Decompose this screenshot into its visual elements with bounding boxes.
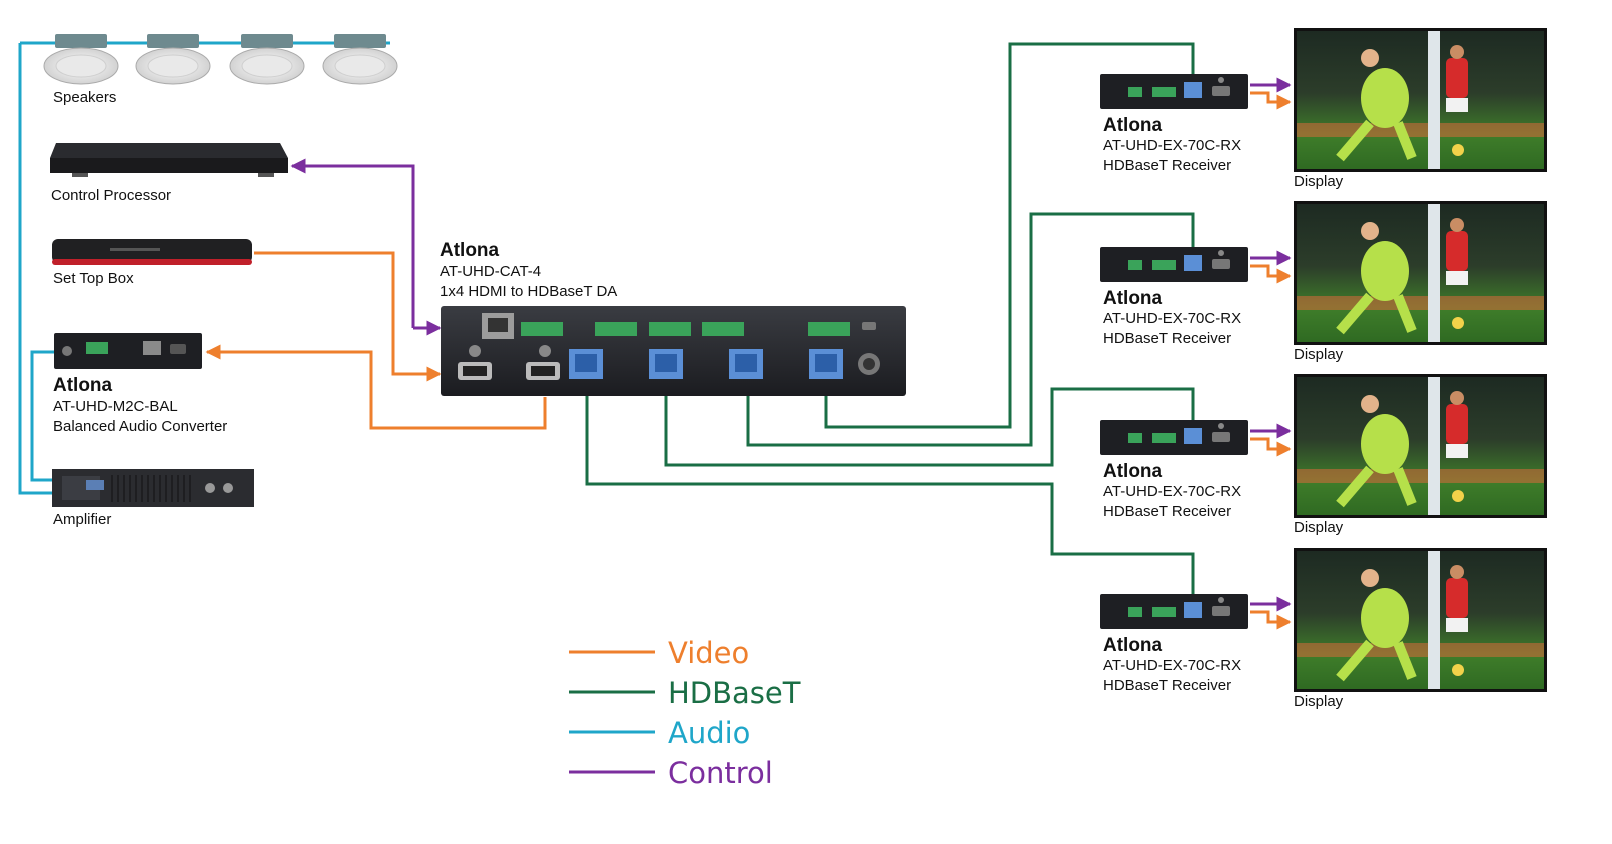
terminal-block-icon <box>649 322 691 336</box>
display-screen <box>1294 28 1547 172</box>
speaker-icon <box>43 34 119 85</box>
converter-brand: Atlona <box>53 375 113 396</box>
set-top-box: Set Top Box <box>52 239 252 287</box>
hdbaset-lines <box>585 42 1195 594</box>
speakers: Speakers <box>43 34 398 106</box>
video-lines <box>205 91 1292 630</box>
legend-label: Audio <box>668 716 750 750</box>
terminal-block-icon <box>595 322 637 336</box>
speakers-label: Speakers <box>53 89 116 106</box>
control-processor: Control Processor <box>50 143 288 204</box>
audio-line-main <box>18 43 56 495</box>
receiver-brand: Atlona <box>1103 115 1163 136</box>
speaker-icon <box>135 34 211 85</box>
hub-brand: Atlona <box>440 240 500 261</box>
display-screen <box>1294 201 1547 345</box>
hub-desc: 1x4 HDMI to HDBaseT DA <box>440 283 617 300</box>
receiver-model: AT-UHD-EX-70C-RX <box>1103 310 1241 327</box>
receiver-brand: Atlona <box>1103 461 1163 482</box>
display-label: Display <box>1294 519 1344 536</box>
legend-label: HDBaseT <box>668 676 801 710</box>
display-screen <box>1294 548 1547 692</box>
receiver-model: AT-UHD-EX-70C-RX <box>1103 137 1241 154</box>
receiver-desc: HDBaseT Receiver <box>1103 330 1231 347</box>
receiver-brand: Atlona <box>1103 635 1163 656</box>
hub-model: AT-UHD-CAT-4 <box>440 263 541 280</box>
terminal-block-icon <box>702 322 744 336</box>
control-processor-label: Control Processor <box>51 187 171 204</box>
terminal-block-icon <box>521 322 563 336</box>
audio-line-converter <box>30 350 56 482</box>
speaker-icon <box>229 34 305 85</box>
display-label: Display <box>1294 693 1344 710</box>
video-line-rx2 <box>1250 264 1292 284</box>
legend-label: Control <box>668 756 773 790</box>
video-line-rx1 <box>1250 91 1292 110</box>
receiver-desc: HDBaseT Receiver <box>1103 503 1231 520</box>
converter-model: AT-UHD-M2C-BAL <box>53 398 178 415</box>
display-screen <box>1294 374 1547 518</box>
control-line-processor <box>290 158 415 328</box>
hub: Atlona AT-UHD-CAT-4 1x4 HDMI to HDBaseT … <box>440 240 906 396</box>
display-label: Display <box>1294 173 1344 190</box>
display-label: Display <box>1294 346 1344 363</box>
control-lines <box>290 77 1292 612</box>
receiver-desc: HDBaseT Receiver <box>1103 157 1231 174</box>
hdbaset-line-out2 <box>664 387 1195 467</box>
hdbaset-line-out1 <box>585 396 1195 594</box>
amplifier-label: Amplifier <box>53 511 111 528</box>
video-line-rx4 <box>1250 610 1292 630</box>
receiver-model: AT-UHD-EX-70C-RX <box>1103 483 1241 500</box>
audio-converter: Atlona AT-UHD-M2C-BAL Balanced Audio Con… <box>53 333 227 435</box>
hdbaset-line-out4 <box>824 42 1195 429</box>
receiver-desc: HDBaseT Receiver <box>1103 677 1231 694</box>
terminal-block-icon <box>808 322 850 336</box>
amplifier: Amplifier <box>52 469 254 528</box>
hdbaset-line-out3 <box>746 212 1195 447</box>
speaker-icon <box>322 34 398 85</box>
legend-label: Video <box>668 636 749 670</box>
set-top-box-label: Set Top Box <box>53 270 134 287</box>
video-line-rx3 <box>1250 437 1292 457</box>
video-line-converter <box>205 344 547 430</box>
converter-desc: Balanced Audio Converter <box>53 418 227 435</box>
video-line-settop <box>254 251 442 382</box>
receiver-brand: Atlona <box>1103 288 1163 309</box>
receiver-model: AT-UHD-EX-70C-RX <box>1103 657 1241 674</box>
